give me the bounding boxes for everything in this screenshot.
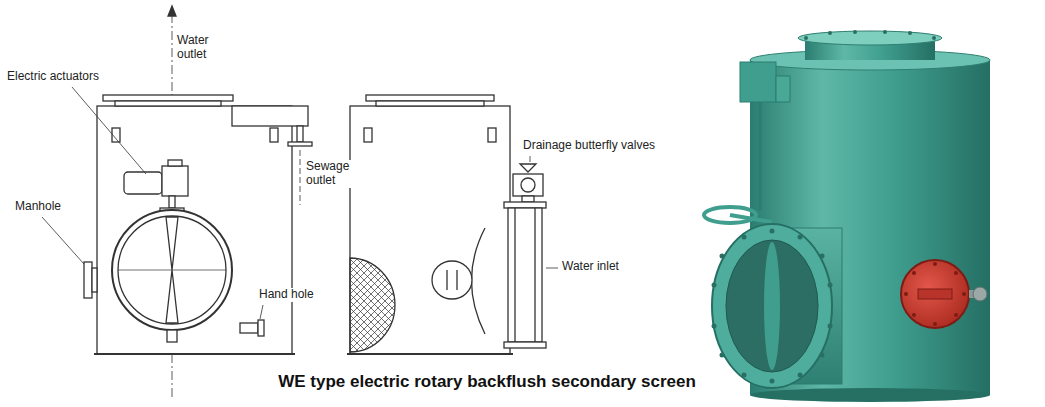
bolts xyxy=(904,262,966,326)
valve-stem xyxy=(167,330,177,342)
part-label: Hand hole xyxy=(258,288,315,302)
lug xyxy=(270,128,278,142)
leader-line xyxy=(260,305,263,319)
manhole-flange xyxy=(84,262,92,298)
drain-valve xyxy=(521,178,535,192)
inlet-flange xyxy=(504,342,546,348)
manhole-neck xyxy=(92,268,97,292)
valve-ring xyxy=(112,210,232,330)
part-label: Sewage outlet xyxy=(305,160,357,188)
valve-ring xyxy=(118,216,226,324)
base xyxy=(347,353,513,355)
valve-disc xyxy=(166,217,178,270)
actuator-housing xyxy=(776,76,790,102)
hand-hole-arc xyxy=(472,228,486,334)
valve-disc xyxy=(764,242,780,370)
inlet-valve xyxy=(514,208,515,342)
hand-hole-flange xyxy=(258,320,264,336)
lug xyxy=(488,128,496,142)
arrow-head xyxy=(168,6,176,16)
hand-wheel-arm xyxy=(730,215,772,222)
leader-line xyxy=(72,87,146,174)
bolts xyxy=(804,30,936,40)
flow-line xyxy=(300,150,301,205)
actuator-body xyxy=(124,172,162,194)
top-flange xyxy=(366,95,494,101)
valve-disc xyxy=(166,270,178,323)
lug xyxy=(364,128,372,142)
housing xyxy=(350,106,510,354)
manhole-cover xyxy=(901,260,969,328)
inlet-valve xyxy=(534,208,535,342)
hand-hole-pipe xyxy=(240,323,258,333)
part-label: Water inlet xyxy=(561,260,620,274)
valve-stem xyxy=(169,196,175,208)
part-label: Electric actuators xyxy=(6,70,100,84)
drain-valve xyxy=(513,174,543,196)
side-view xyxy=(347,95,558,354)
manhole-handle xyxy=(918,289,952,299)
sewage-pipe xyxy=(297,126,303,142)
hand-hole-handle xyxy=(446,270,447,290)
housing xyxy=(97,106,292,354)
screen-mesh xyxy=(350,258,395,352)
hand-hole-cover xyxy=(432,261,472,299)
inlet-flange xyxy=(712,224,832,388)
inlet-valve xyxy=(508,208,542,342)
part-label: Drainage butterfly valves xyxy=(522,139,656,153)
leader-line xyxy=(530,156,531,162)
leader-line xyxy=(42,217,84,264)
part-label: Water outlet xyxy=(176,34,222,62)
inlet-flange xyxy=(504,202,546,208)
hand-hole-handle xyxy=(456,270,457,290)
neck xyxy=(376,101,484,106)
leader-line xyxy=(546,268,558,269)
top-flange xyxy=(798,31,942,45)
product-illustration xyxy=(704,30,990,402)
sewage-pipe xyxy=(232,106,308,126)
actuator-shaft xyxy=(759,102,762,210)
actuator-gearbox xyxy=(162,166,188,196)
actuator-cap xyxy=(168,160,182,166)
bolts xyxy=(712,229,833,384)
tank-bottom xyxy=(750,388,990,402)
valve-bore xyxy=(726,240,818,372)
part-label: Manhole xyxy=(14,200,62,214)
front-view xyxy=(42,6,312,400)
neck xyxy=(115,101,221,106)
drain-valve-stem xyxy=(522,196,534,202)
base xyxy=(94,353,295,355)
small-valve xyxy=(973,287,987,301)
drain-valve-cap xyxy=(520,164,536,172)
top-flange xyxy=(103,95,233,101)
caption: WE type electric rotary backflush second… xyxy=(278,372,696,392)
actuator-housing xyxy=(740,62,776,102)
sewage-flange xyxy=(288,142,312,146)
